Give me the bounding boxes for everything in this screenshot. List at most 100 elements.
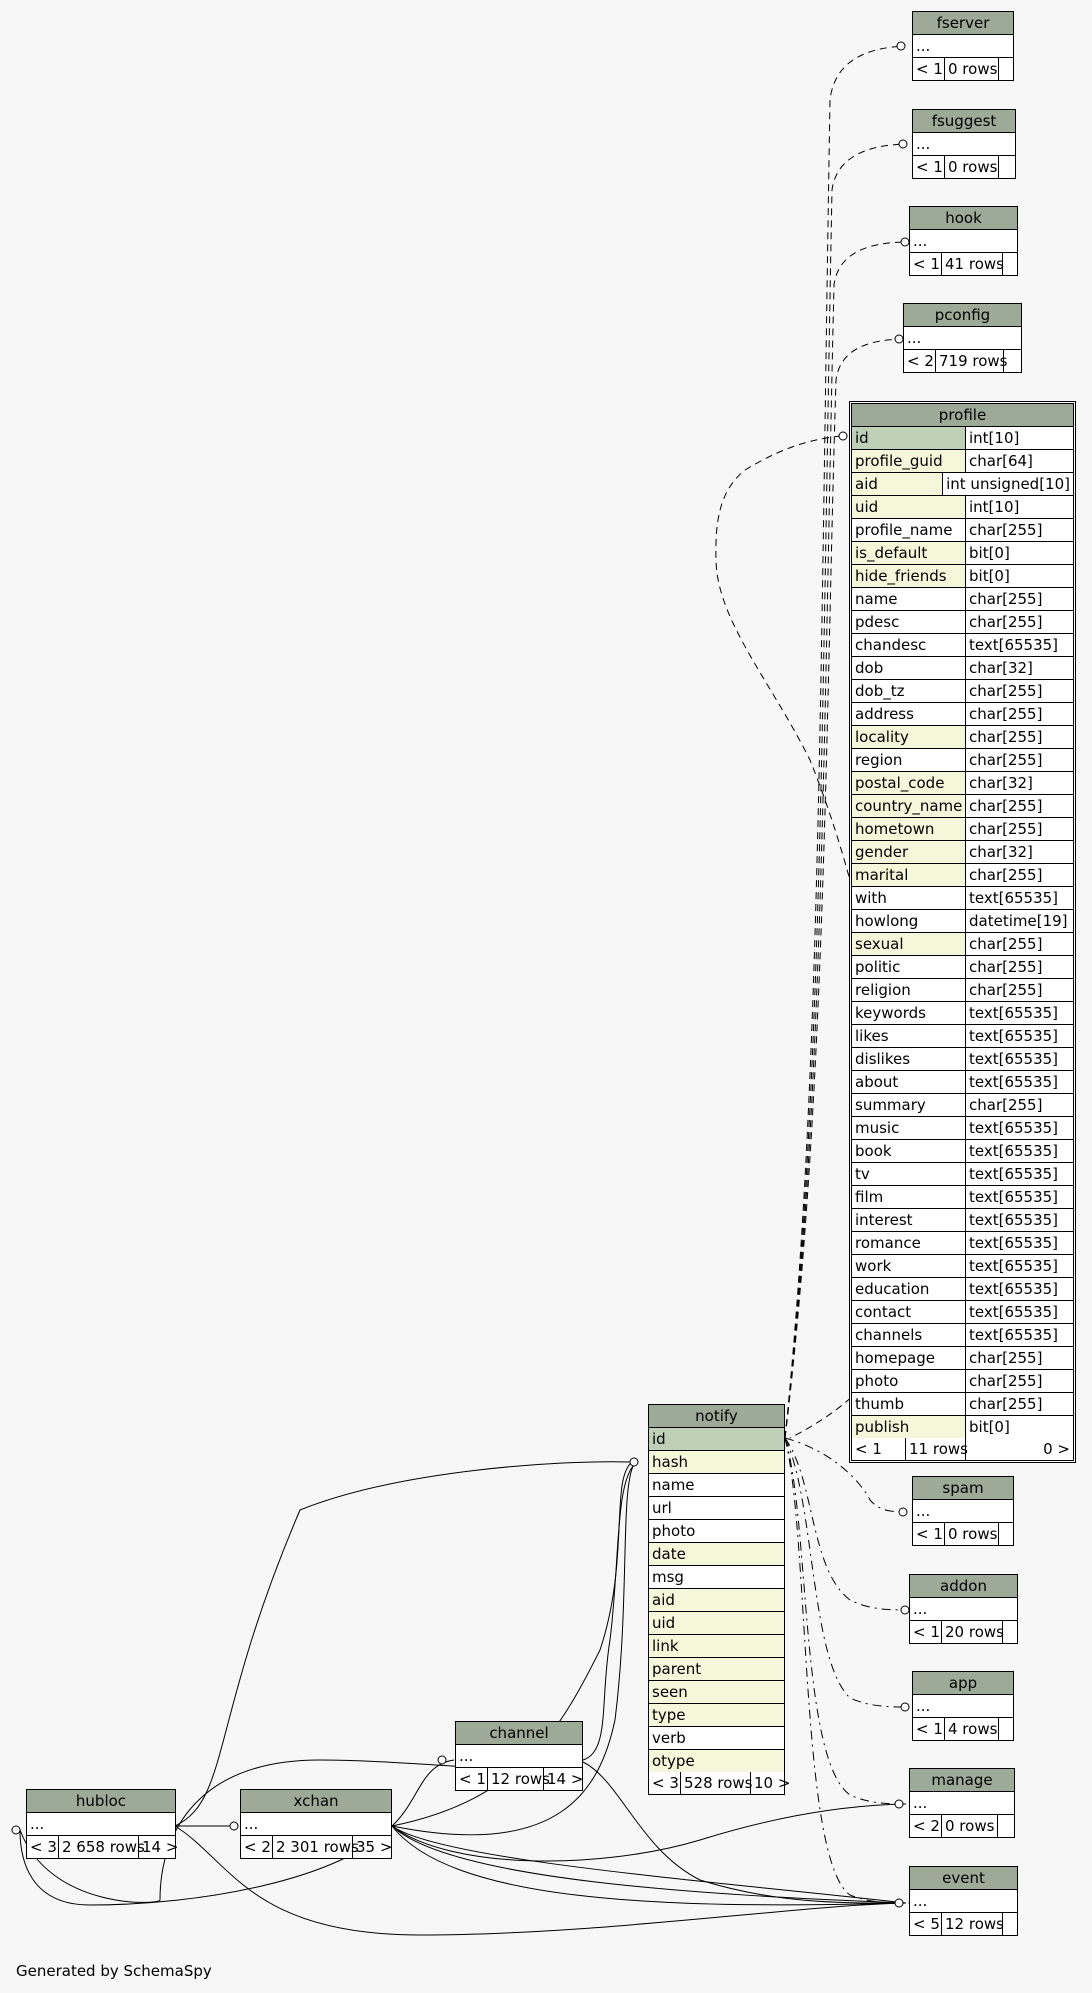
column-name: postal_code bbox=[852, 772, 966, 794]
column-name: film bbox=[852, 1186, 966, 1208]
column-type: int[10] bbox=[969, 498, 1020, 516]
edge-notify-app bbox=[784, 1437, 910, 1708]
column-name: locality bbox=[852, 726, 966, 748]
edge-xchan-notify-2 bbox=[391, 1463, 635, 1836]
edge-channel-event bbox=[582, 1761, 907, 1904]
table-channel[interactable]: channel ... < 1 12 rows 14 > bbox=[455, 1721, 583, 1791]
column-name: uid bbox=[649, 1612, 784, 1634]
column-type: char[255] bbox=[969, 728, 1043, 746]
column-type: text[65535] bbox=[969, 1326, 1059, 1344]
column-name: dislikes bbox=[852, 1048, 966, 1070]
table-fsuggest[interactable]: fsuggest ... < 1 0 rows bbox=[912, 109, 1016, 179]
table-title: notify bbox=[649, 1405, 784, 1428]
column-row: aid bbox=[649, 1589, 784, 1612]
column-name: region bbox=[852, 749, 966, 771]
table-title: manage bbox=[910, 1769, 1014, 1792]
column-name: hide_friends bbox=[852, 565, 966, 587]
column-type: bit[0] bbox=[969, 1418, 1010, 1436]
column-row: parent bbox=[649, 1658, 784, 1681]
column-name: profile_guid bbox=[852, 450, 966, 472]
parents-count: < 3 bbox=[649, 1772, 681, 1794]
edge-notify-fserver bbox=[784, 45, 906, 1439]
column-type: text[65535] bbox=[969, 1142, 1059, 1160]
column-name: pdesc bbox=[852, 611, 966, 633]
edge-xchan-channel bbox=[391, 1759, 455, 1827]
column-name: chandesc bbox=[852, 634, 966, 656]
table-hubloc[interactable]: hubloc ... < 3 2 658 rows 14 > bbox=[26, 1789, 178, 1859]
column-row: seen bbox=[649, 1681, 784, 1704]
column-name: type bbox=[649, 1704, 784, 1726]
row-count: 11 rows bbox=[906, 1438, 968, 1460]
column-type: char[255] bbox=[969, 981, 1043, 999]
column-type: text[65535] bbox=[969, 1303, 1059, 1321]
table-pconfig[interactable]: pconfig ... < 2 719 rows bbox=[903, 303, 1022, 373]
table-body: ... bbox=[913, 232, 928, 250]
column-name: uid bbox=[852, 496, 966, 518]
table-title: app bbox=[913, 1672, 1013, 1695]
column-name: gender bbox=[852, 841, 966, 863]
row-count: 4 rows bbox=[945, 1718, 999, 1740]
table-fserver[interactable]: fserver ... < 1 0 rows bbox=[912, 11, 1014, 81]
row-count: 0 rows bbox=[945, 1523, 999, 1545]
edge-notify-manage bbox=[784, 1437, 906, 1805]
edge-hubloc-notify bbox=[174, 1461, 631, 1827]
column-type: char[255] bbox=[969, 1096, 1043, 1114]
table-app[interactable]: app ... < 1 4 rows bbox=[912, 1671, 1014, 1741]
table-title: addon bbox=[910, 1575, 1017, 1598]
column-type: char[255] bbox=[969, 590, 1043, 608]
table-event[interactable]: event ... < 5 12 rows bbox=[909, 1866, 1018, 1936]
table-hook[interactable]: hook ... < 1 41 rows bbox=[909, 206, 1018, 276]
table-body: ... bbox=[913, 1892, 928, 1910]
table-xchan[interactable]: xchan ... < 2 2 301 rows 35 > bbox=[240, 1789, 392, 1859]
column-type: int[10] bbox=[969, 429, 1020, 447]
table-addon[interactable]: addon ... < 1 20 rows bbox=[909, 1574, 1018, 1644]
column-name: hash bbox=[649, 1451, 784, 1473]
column-type: char[255] bbox=[969, 866, 1043, 884]
table-body: ... bbox=[907, 329, 922, 347]
table-body: ... bbox=[913, 1600, 928, 1618]
parents-count: < 1 bbox=[910, 1621, 942, 1643]
column-name: name bbox=[852, 588, 966, 610]
column-name: otype bbox=[649, 1750, 784, 1772]
children-count bbox=[998, 1815, 1014, 1837]
column-name: romance bbox=[852, 1232, 966, 1254]
row-count: 41 rows bbox=[942, 253, 1004, 275]
column-type: char[255] bbox=[969, 751, 1043, 769]
column-row: date bbox=[649, 1543, 784, 1566]
column-name: profile_name bbox=[852, 519, 966, 541]
column-row: link bbox=[649, 1635, 784, 1658]
column-name: book bbox=[852, 1140, 966, 1162]
column-type: char[255] bbox=[969, 935, 1043, 953]
parents-count: < 2 bbox=[241, 1836, 273, 1858]
table-body: ... bbox=[916, 135, 931, 153]
column-name: music bbox=[852, 1117, 966, 1139]
edge-xchan-hubloc-1 bbox=[19, 1825, 393, 1906]
table-body: ... bbox=[916, 37, 931, 55]
table-spam[interactable]: spam ... < 1 0 rows bbox=[912, 1476, 1014, 1546]
table-manage[interactable]: manage ... < 2 0 rows bbox=[909, 1768, 1015, 1838]
column-name: education bbox=[852, 1278, 966, 1300]
children-count: 0 > bbox=[1043, 1440, 1070, 1458]
edge-notify-event bbox=[784, 1437, 910, 1904]
table-body: ... bbox=[30, 1815, 45, 1833]
table-title: fserver bbox=[913, 12, 1013, 35]
